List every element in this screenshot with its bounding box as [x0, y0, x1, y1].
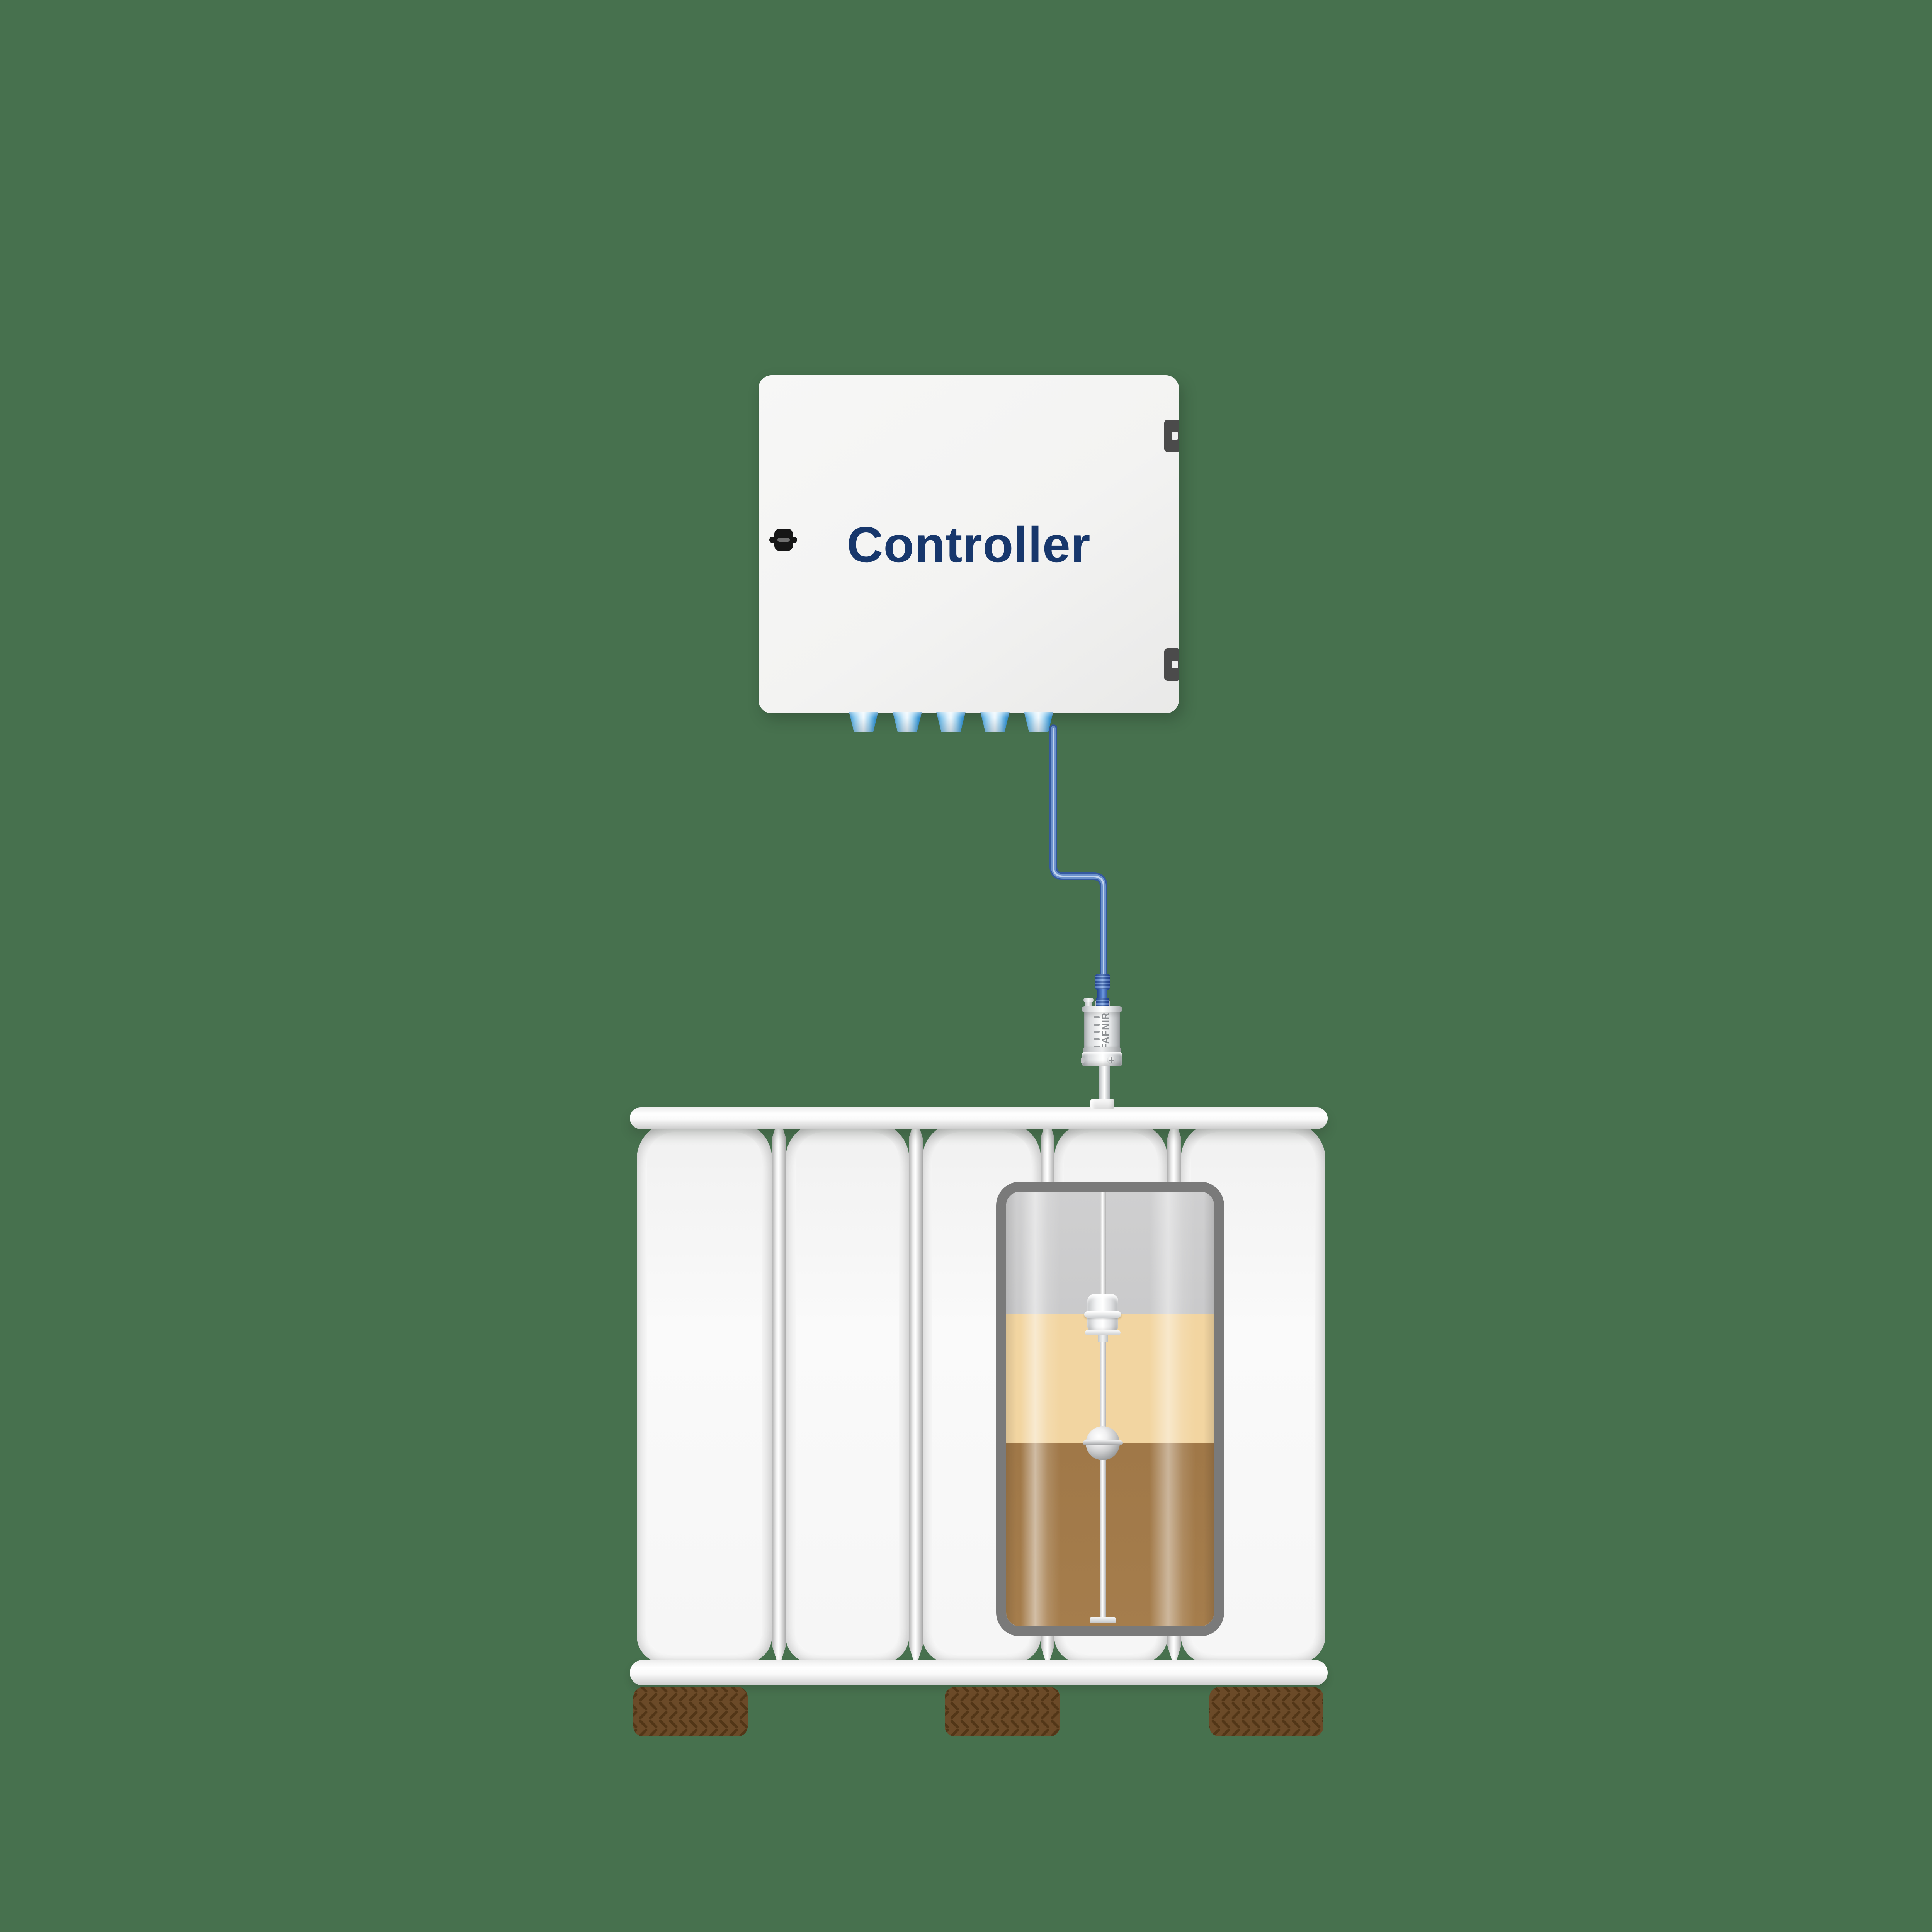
sensor-head-body — [1084, 1012, 1120, 1049]
tank-frame-bar — [909, 1116, 923, 1668]
tank-bottom-rail — [630, 1660, 1328, 1685]
sensor-brand-label-box: FAFNIR — [1087, 1012, 1124, 1049]
sensor-head-rim — [1083, 1047, 1121, 1053]
cable-connector-bottom — [1096, 998, 1109, 1007]
probe-rod-end-plate — [1090, 1617, 1116, 1623]
fafnir-logo-stripe — [1094, 1016, 1100, 1018]
cutaway-window — [996, 1182, 1224, 1636]
sensor-brand-label: FAFNIR — [1100, 1012, 1111, 1050]
hinge-pin — [1172, 661, 1178, 668]
cutaway-interior — [1006, 1192, 1214, 1626]
fafnir-logo-stripe — [1094, 1038, 1100, 1040]
pallet-foot-left — [633, 1687, 748, 1736]
tank-top-rail — [630, 1107, 1328, 1129]
pallet-foot-right — [1209, 1687, 1323, 1736]
cable-gland — [936, 712, 966, 732]
sensor-head-cap — [1082, 1006, 1122, 1012]
tank-panel — [786, 1122, 909, 1663]
surface-float-ring — [1084, 1311, 1121, 1318]
tank-bung-fitting — [1090, 1099, 1114, 1109]
cable-highlight — [1053, 728, 1104, 976]
tank-panel-face — [647, 1132, 762, 1653]
fafnir-logo-stripe — [1094, 1031, 1100, 1033]
cable-mid — [1051, 726, 1106, 978]
probe-rod — [1100, 1192, 1106, 1623]
surface-float-lower-ring — [1085, 1330, 1121, 1335]
glass-reflection-overlay — [1006, 1192, 1214, 1626]
hinge-pin — [1172, 432, 1178, 440]
cable-gland — [893, 712, 922, 732]
cable-connector-middle — [1097, 989, 1107, 998]
tank-panel-face — [796, 1132, 899, 1653]
controller-enclosure: Controller — [759, 375, 1179, 732]
collar-notch — [1081, 1057, 1085, 1063]
tank-panel — [637, 1122, 772, 1663]
fafnir-logo-stripe — [1094, 1046, 1100, 1048]
fafnir-logo-stripe — [1094, 1024, 1100, 1026]
sensor-collar — [1082, 1052, 1122, 1066]
vent-screw-body — [1085, 1002, 1092, 1007]
pallet-foot-center — [945, 1687, 1060, 1736]
interface-ball-float-ring — [1083, 1440, 1123, 1445]
cable-gland — [849, 712, 878, 732]
cable-outer — [1049, 724, 1107, 979]
controller-label: Controller — [847, 516, 1091, 573]
cable-gland — [980, 712, 1010, 732]
cable-connector-top — [1095, 974, 1110, 990]
door-latch-slot — [777, 538, 790, 542]
screw-slot-vertical — [1111, 1057, 1112, 1063]
tank-frame-bar — [772, 1116, 786, 1668]
pallet-feet — [633, 1687, 1323, 1736]
door-hinge-bottom — [1164, 648, 1179, 681]
surface-float-neck — [1098, 1335, 1108, 1342]
cable-gland — [1024, 712, 1053, 732]
door-hinge-top — [1164, 420, 1179, 452]
vent-screw-cap — [1083, 998, 1094, 1002]
probe-shaft — [1099, 1066, 1110, 1101]
